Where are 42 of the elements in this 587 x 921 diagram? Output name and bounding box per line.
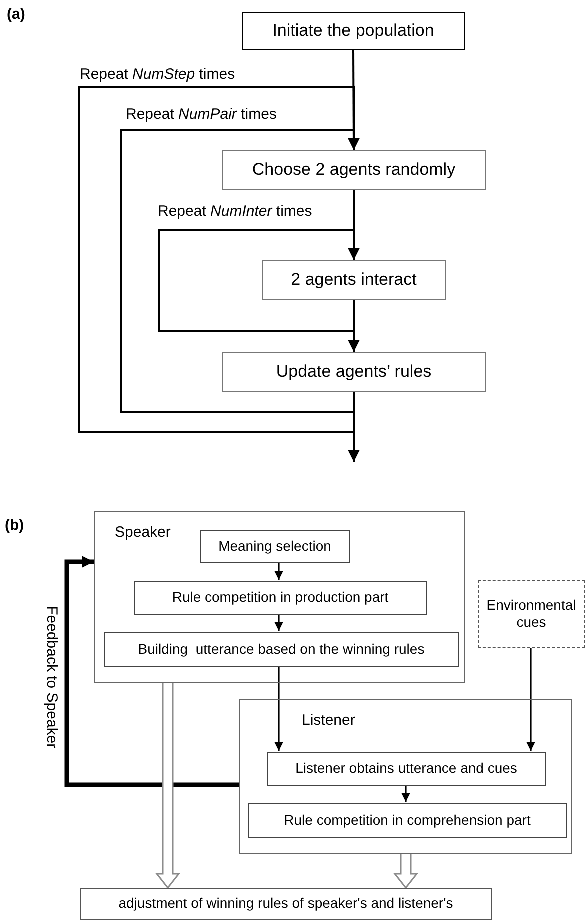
arrow [274,562,284,580]
arrow [274,614,284,631]
box-label: Update agents’ rules [276,361,432,383]
process-box [222,150,486,190]
box-label: Meaning selection [218,538,332,556]
group-title: Speaker [115,523,171,543]
edge-label: Repeat NumInter times [158,203,312,222]
box-label: Environmental cues [486,596,578,632]
panel-label: (a) [7,5,26,25]
box-label: Rule competition in comprehension part [284,812,531,830]
box-label: Initiate the population [272,20,434,42]
arrow [158,229,360,332]
box-label: Choose 2 agents randomly [252,159,456,181]
hollow-arrow [155,682,181,890]
process-box [242,12,465,50]
edge-label: Repeat NumPair times [126,106,277,125]
box-label: adjustment of winning rules of speaker's and listener's [118,895,454,913]
box-label: Listener obtains utterance and cues [296,760,518,778]
group-box [239,699,572,854]
process-box [80,888,492,920]
process-box [262,260,446,300]
process-box [134,581,427,615]
process-box [267,752,546,786]
process-box [248,803,567,838]
box-label: Rule competition in production part [172,589,389,607]
arrow [526,648,536,751]
group-title: Listener [302,711,356,731]
edge-label: Feedback to Speaker [42,605,60,751]
box-label: 2 agents interact [291,269,417,291]
arrow [402,785,410,802]
group-box [94,511,465,683]
hollow-arrow [393,853,419,890]
panel-label: (b) [5,516,24,536]
dashed-box [478,580,585,648]
process-box [200,530,350,563]
process-box [104,632,459,667]
box-label: Building utterance based on the winning rules [138,640,425,658]
arrow [120,129,360,413]
arrow [274,666,284,751]
edge-label: Repeat NumStep times [80,66,236,85]
arrow [64,556,239,788]
process-box [222,352,486,392]
